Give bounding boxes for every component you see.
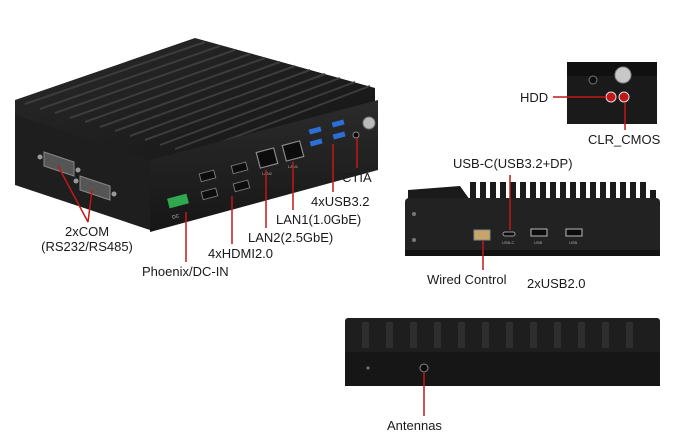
- hdmi-ports: [198, 161, 251, 201]
- lan1-label: LAN1(1.0GbE): [276, 212, 362, 227]
- usbc-mark: USB-C: [502, 240, 515, 245]
- usbc-port: [502, 231, 516, 237]
- antennas-label: Antennas: [387, 418, 442, 433]
- bottom-fins: [362, 322, 633, 348]
- dc-mark: DC: [172, 213, 181, 221]
- power-icon: [614, 66, 632, 84]
- com-port-1: [37, 151, 81, 177]
- ctia-jack: [352, 131, 360, 139]
- clr-cmos-hole: [618, 91, 630, 103]
- wired-control-port: [473, 229, 491, 241]
- usb20-port-2: [565, 228, 583, 237]
- rear-detail-inset: [567, 62, 657, 124]
- com-label-line2: (RS232/RS485): [41, 239, 133, 254]
- usb20-port-1: [530, 228, 548, 237]
- bottom-view-unit: [345, 318, 660, 386]
- usbc-label: USB-C(USB3.2+DP): [453, 156, 573, 171]
- wired-control-label: Wired Control: [427, 272, 507, 287]
- com-port-2: [73, 175, 117, 201]
- lan2-mark: LAN2: [262, 171, 273, 176]
- usb-mark-1: USB: [534, 240, 543, 245]
- power-button: [362, 116, 376, 130]
- ctia-label: CTIA: [342, 170, 372, 185]
- hdd-label: HDD: [520, 90, 549, 105]
- chassis-left-face: [15, 115, 150, 230]
- usb20-label: 2xUSB2.0: [527, 276, 586, 291]
- phoenix-label: Phoenix/DC-IN: [142, 264, 229, 279]
- callout-lines: [185, 96, 626, 416]
- usb32-ports: [308, 119, 346, 147]
- com-label: 2xCOM (RS232/RS485): [22, 224, 152, 254]
- antenna-connector: [419, 363, 429, 373]
- usb32-label: 4xUSB3.2: [311, 194, 370, 209]
- com-label-line1: 2xCOM: [64, 224, 110, 239]
- com-callout-lines: [57, 165, 93, 223]
- lan2-label: LAN2(2.5GbE): [248, 230, 334, 245]
- lan-ports: [255, 140, 305, 169]
- hdmi-label: 4xHDMI2.0: [208, 246, 274, 261]
- clr-cmos-label: CLR_CMOS: [588, 132, 661, 147]
- phoenix-connector: [167, 193, 189, 209]
- main-unit: DC LAN2 LAN1: [15, 38, 378, 232]
- hdd-led: [605, 91, 617, 103]
- side-view-unit: USB-C USB USB: [405, 182, 660, 256]
- usb-mark-2: USB: [569, 240, 578, 245]
